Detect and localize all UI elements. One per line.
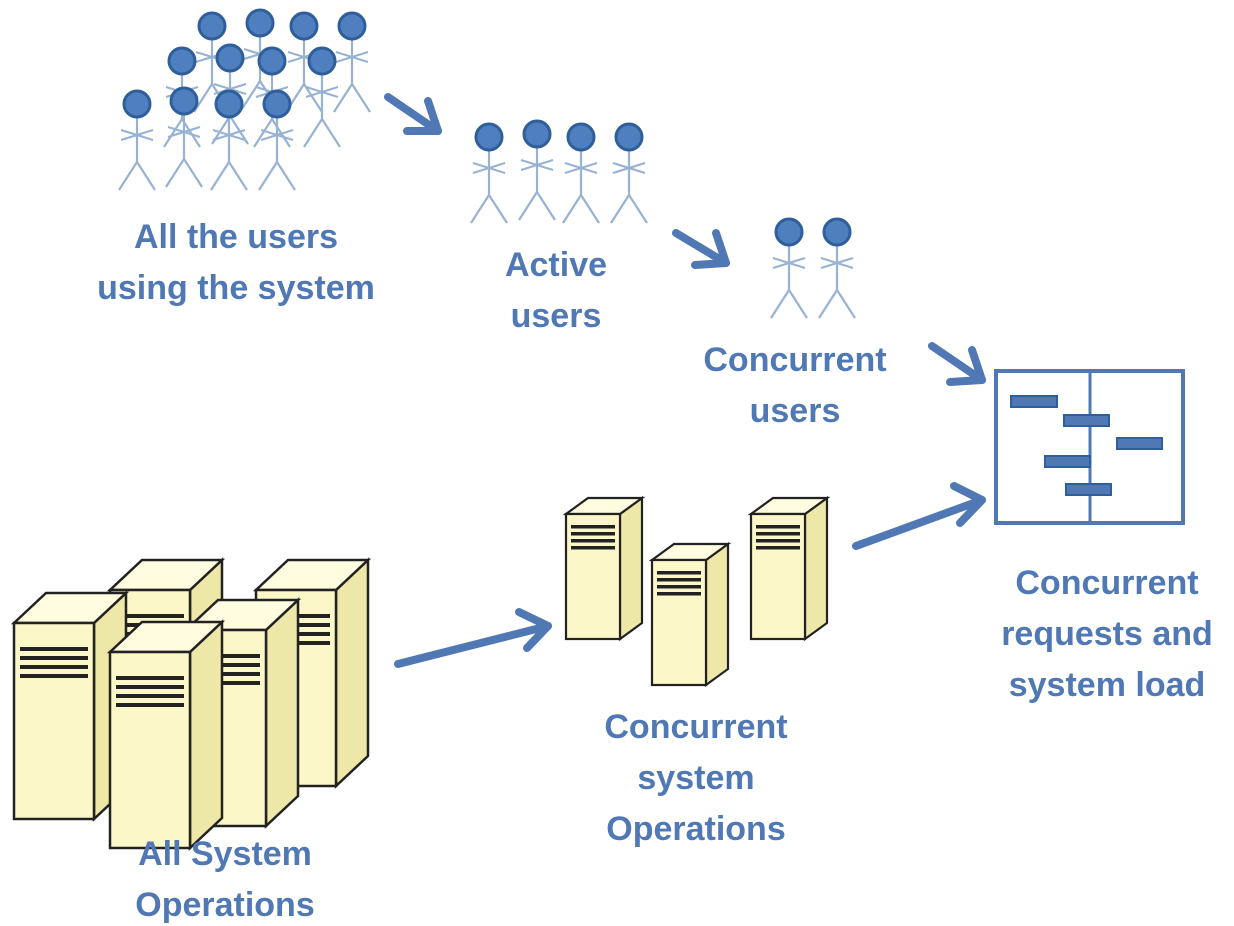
user-icon xyxy=(302,46,342,149)
label-line: Concurrent xyxy=(604,708,788,746)
label-line: system xyxy=(637,759,755,797)
arrow-all-ops-to-concurrent-ops-icon xyxy=(394,608,552,668)
timeline-bar xyxy=(1116,437,1163,450)
label-line: requests and xyxy=(1001,615,1213,653)
user-icon xyxy=(561,122,601,225)
label-all-users: All the users using the system xyxy=(66,212,406,314)
active-users-group xyxy=(469,119,649,225)
user-icon xyxy=(517,119,557,222)
label-line: Operations xyxy=(135,886,315,924)
label-concurrent-requests: Concurrent requests and system load xyxy=(980,558,1234,711)
server-icon xyxy=(650,542,730,687)
all-servers-group xyxy=(12,558,370,850)
label-active-users: Active users xyxy=(456,240,656,342)
label-line: Concurrent xyxy=(703,341,887,379)
label-line: Active xyxy=(504,246,608,284)
timeline-bar xyxy=(1063,414,1110,427)
timeline-bar xyxy=(1044,455,1091,468)
label-line: system load xyxy=(1008,666,1206,704)
user-icon xyxy=(469,122,509,225)
user-icon xyxy=(332,11,372,114)
concurrent-servers-group xyxy=(564,496,829,687)
label-line: using the system xyxy=(97,269,375,307)
timeline-bar xyxy=(1010,395,1058,408)
label-line: All System xyxy=(138,835,312,873)
server-icon xyxy=(108,620,224,850)
user-icon xyxy=(817,217,857,320)
arrow-operations-to-load-icon xyxy=(852,482,986,550)
user-icon xyxy=(117,89,157,192)
user-icon xyxy=(257,89,297,192)
user-icon xyxy=(609,122,649,225)
label-line: users xyxy=(510,297,602,335)
label-line: users xyxy=(749,392,841,430)
flow-arrows xyxy=(384,93,986,668)
label-line: Concurrent xyxy=(1015,564,1199,602)
user-icon xyxy=(209,89,249,192)
arrow-active-to-concurrent-icon xyxy=(672,229,730,269)
timeline-box-icon xyxy=(994,369,1185,525)
arrow-users-to-load-icon xyxy=(928,342,986,386)
user-icon xyxy=(769,217,809,320)
server-icon xyxy=(749,496,829,641)
concurrent-users-group xyxy=(769,217,857,320)
label-line: All the users xyxy=(133,218,339,256)
arrow-all-to-active-icon xyxy=(384,93,442,135)
label-all-operations: All System Operations xyxy=(80,829,370,926)
label-concurrent-operations: Concurrent system Operations xyxy=(556,702,836,855)
label-line: Operations xyxy=(606,810,786,848)
server-icon xyxy=(564,496,644,641)
label-concurrent-users: Concurrent users xyxy=(660,335,930,437)
timeline-bar xyxy=(1065,483,1112,496)
all-users-crowd xyxy=(117,8,372,192)
